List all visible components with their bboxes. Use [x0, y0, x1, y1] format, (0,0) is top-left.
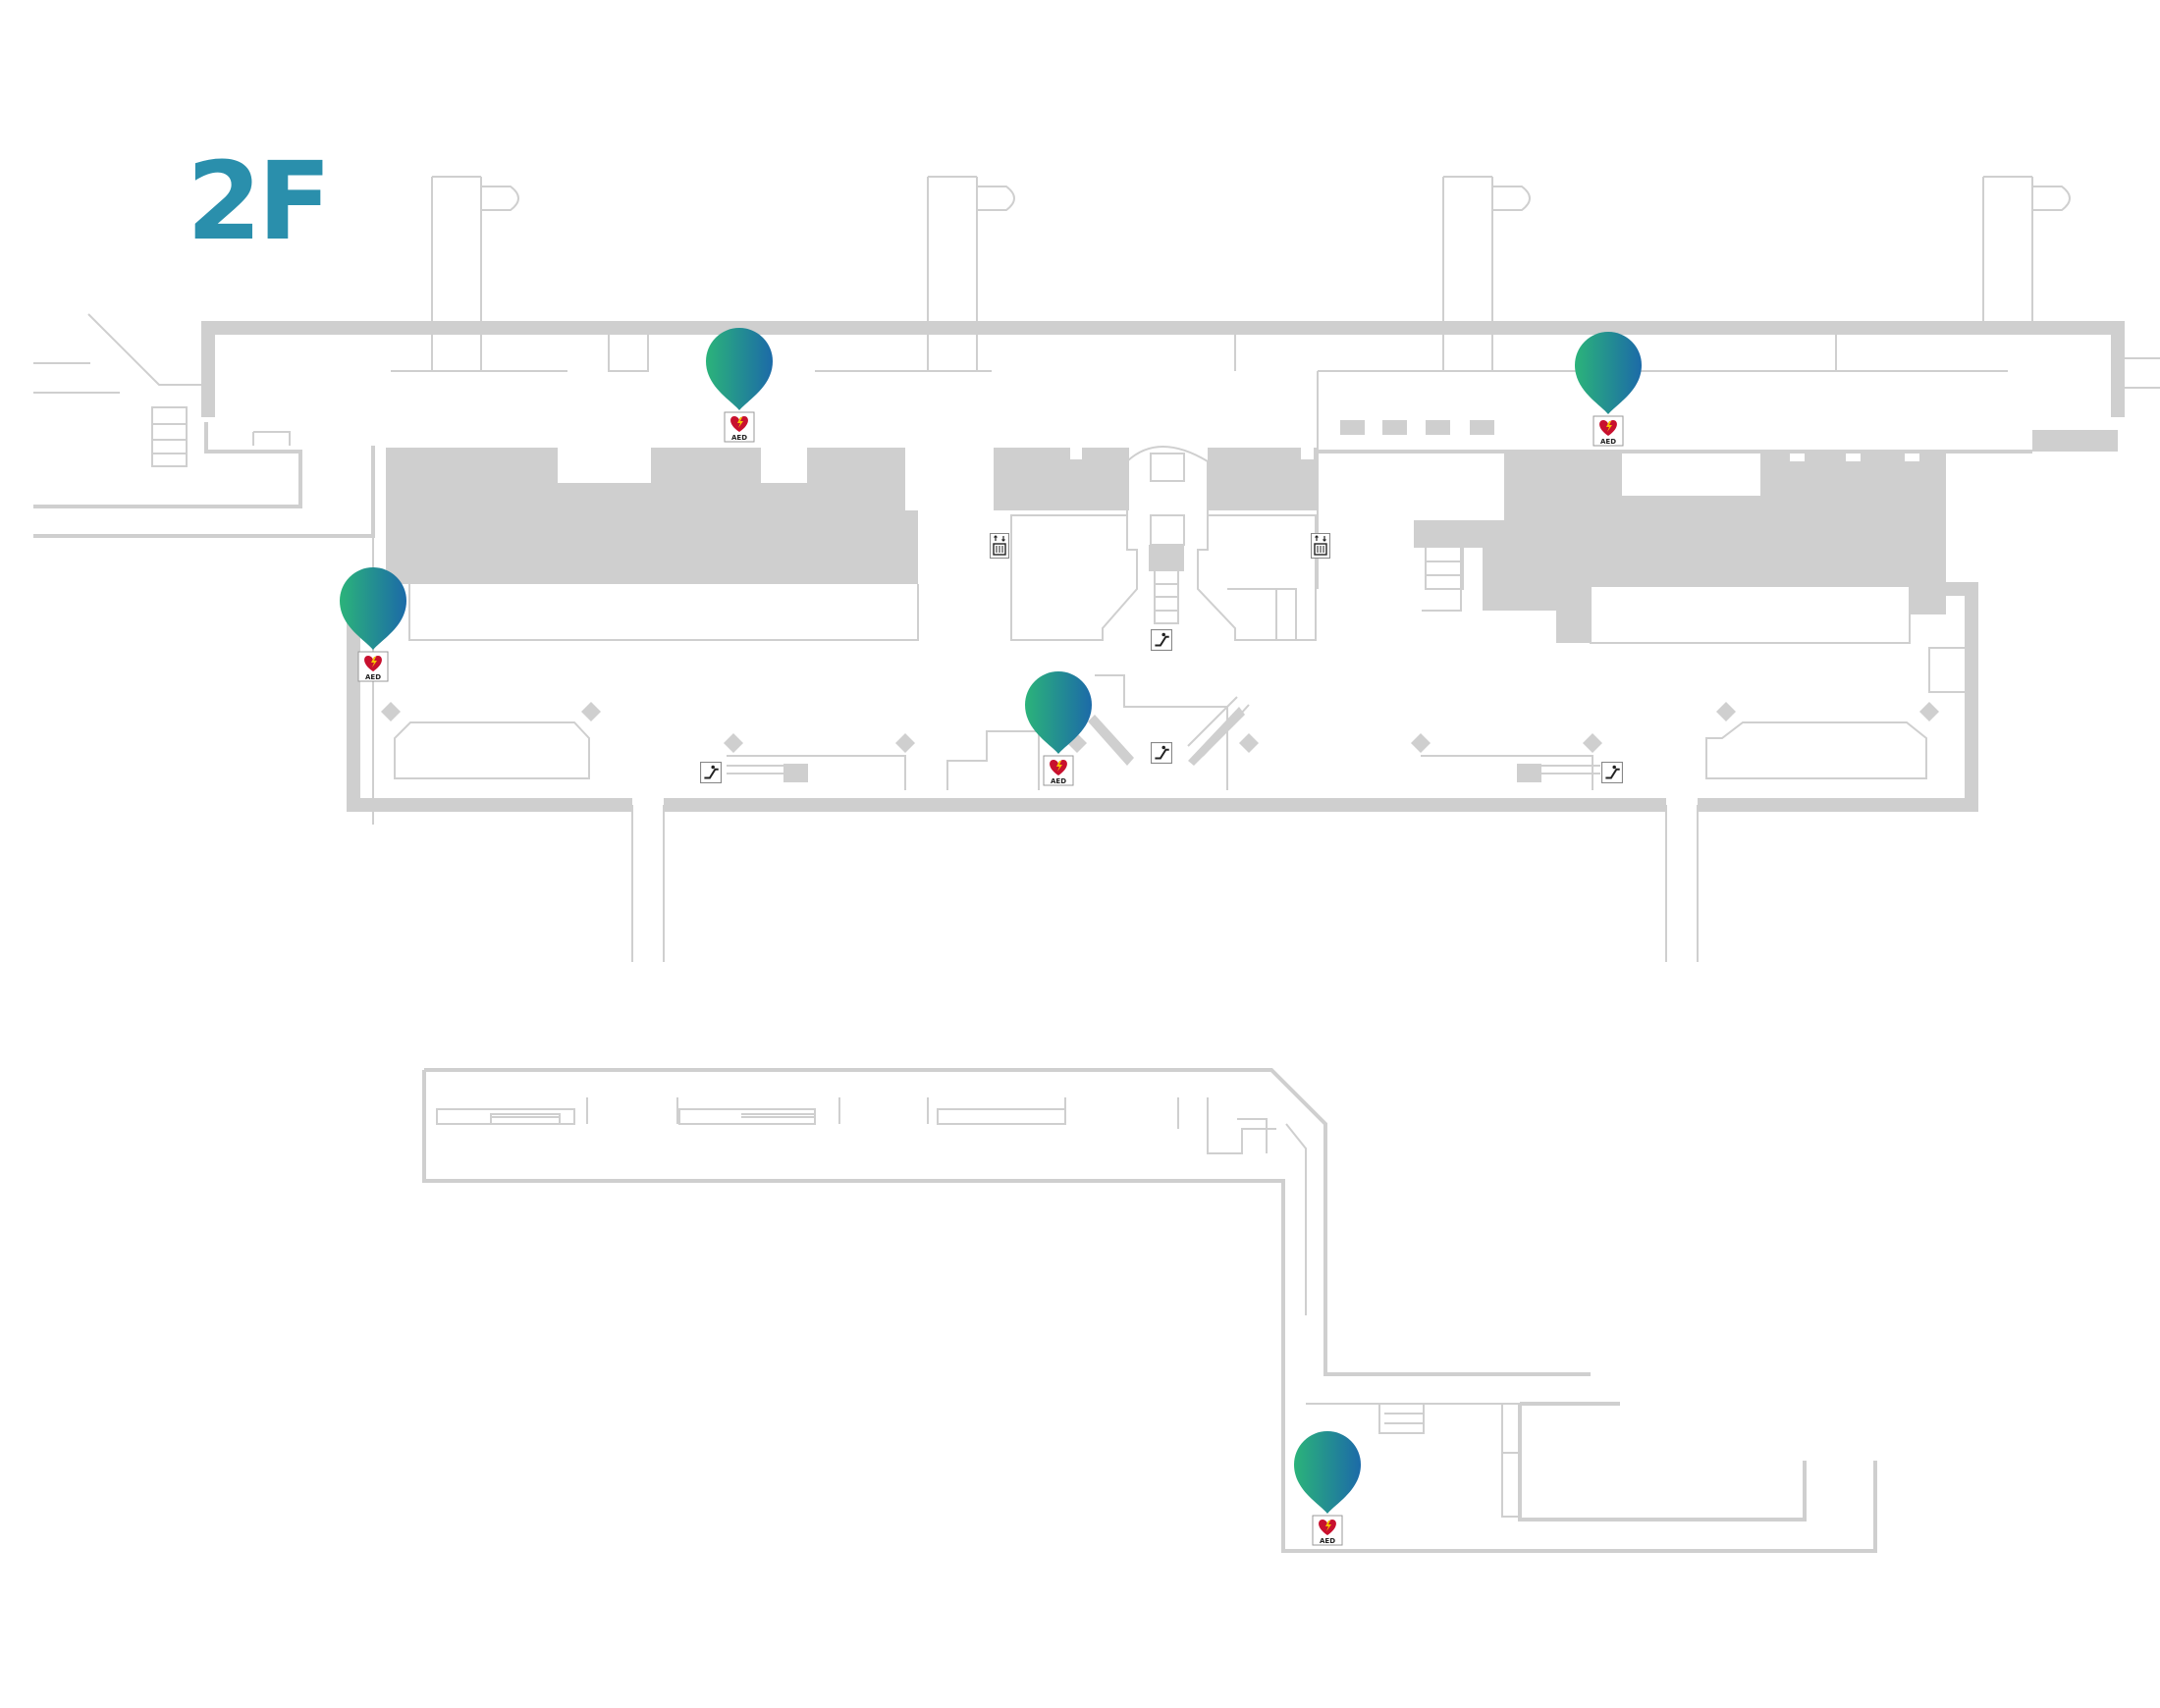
lightning-icon	[371, 657, 377, 667]
escalator-icon	[1151, 742, 1172, 764]
aed-marker[interactable]: AED	[706, 328, 773, 443]
aed-label: AED	[1051, 777, 1066, 785]
lightning-icon	[1325, 1521, 1331, 1531]
lightning-icon	[1606, 421, 1612, 432]
aed-marker[interactable]: AED	[340, 567, 406, 682]
aed-label: AED	[1600, 438, 1616, 446]
lightning-icon	[1056, 761, 1062, 772]
aed-heart-icon	[1319, 1520, 1336, 1535]
lightning-icon	[737, 417, 743, 428]
map-pin-icon[interactable]	[1025, 671, 1092, 754]
escalator-icon	[700, 762, 722, 783]
elevator-icon	[990, 533, 1009, 559]
escalator-icon	[1151, 629, 1172, 651]
aed-marker[interactable]: AED	[1025, 671, 1092, 786]
elevator-icon	[1311, 533, 1330, 559]
aed-heart-icon	[730, 416, 748, 432]
aed-marker[interactable]: AED	[1575, 332, 1642, 447]
aed-heart-icon	[364, 656, 382, 671]
aed-label: AED	[1320, 1537, 1335, 1545]
aed-markers: AED AED AED AED AED	[340, 328, 1642, 1546]
floor-label: 2F	[187, 138, 332, 264]
aed-heart-icon	[1599, 420, 1617, 436]
aed-heart-icon	[1050, 760, 1067, 775]
building-outline	[33, 176, 2160, 1553]
map-pin-icon[interactable]	[340, 567, 406, 650]
map-pin-icon[interactable]	[1294, 1431, 1361, 1514]
aed-marker[interactable]: AED	[1294, 1431, 1361, 1546]
map-pin-icon[interactable]	[1575, 332, 1642, 414]
map-pin-icon[interactable]	[706, 328, 773, 410]
aed-label: AED	[731, 434, 747, 442]
aed-label: AED	[365, 673, 381, 681]
escalator-icon	[1601, 762, 1623, 783]
